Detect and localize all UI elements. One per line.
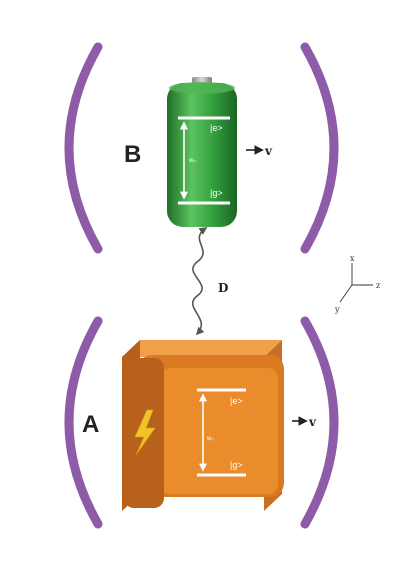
box-top-face: [122, 340, 282, 357]
velocity-b-label: v: [264, 144, 273, 158]
x-axis-label: x: [350, 254, 355, 263]
system-a-label: A: [82, 411, 99, 438]
velocity-b: v: [246, 144, 273, 158]
box-excited-label: |e>: [230, 396, 243, 406]
bracket-b-left: [64, 42, 103, 254]
charger-box-a: |e> |g> w₀: [122, 340, 284, 511]
bracket-b-right: [300, 42, 339, 254]
y-axis-label: y: [334, 305, 340, 314]
battery-b: |e> |g> w₀: [167, 77, 237, 227]
battery-ground-label: |g>: [210, 188, 223, 198]
system-b-label: B: [124, 141, 141, 168]
bracket-a-right: [300, 316, 339, 529]
battery-frequency-label: w₀: [188, 158, 196, 164]
velocity-a: v: [292, 415, 317, 429]
box-front-face: [160, 368, 278, 494]
box-frequency-label: w₀: [206, 436, 214, 442]
y-axis-line: [339, 284, 353, 303]
lightning-icon: [134, 409, 156, 456]
coupling-wire: [191, 227, 208, 336]
velocity-a-label: v: [308, 415, 317, 429]
bracket-a-left: [64, 316, 103, 529]
battery-body: [167, 83, 237, 227]
axes-triad: x z y: [334, 254, 380, 314]
coupling-label: D: [218, 281, 228, 295]
battery-excited-label: |e>: [210, 123, 223, 133]
z-axis-label: z: [376, 281, 380, 290]
box-ground-label: |g>: [230, 460, 243, 470]
